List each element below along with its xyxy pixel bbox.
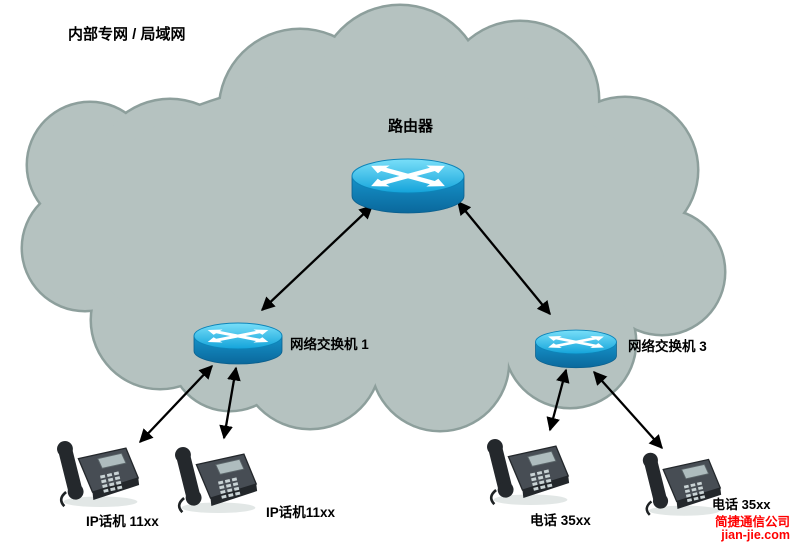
links-layer: [139, 200, 663, 450]
router-label: 路由器: [388, 118, 434, 135]
phone4-icon: [639, 449, 723, 517]
phone3-label: 电话 35xx: [530, 513, 591, 528]
phone1-label: IP话机 11xx: [86, 514, 159, 529]
switch2-icon: [535, 329, 617, 369]
switch1-label: 网络交换机 1: [290, 337, 369, 352]
phone1-icon: [54, 438, 141, 509]
lan-cloud: [20, 3, 727, 433]
link-router-switch1: [260, 205, 374, 311]
phone3-icon: [484, 436, 571, 507]
phone4-label: 电话 35xx: [712, 497, 771, 512]
link-switch2-phone4: [593, 370, 663, 450]
link-router-switch2: [457, 200, 551, 316]
link-switch1-phone2: [219, 366, 241, 440]
cloud-label: 内部专网 / 局域网: [68, 26, 186, 43]
watermark-company: 简捷通信公司: [714, 514, 790, 529]
watermark: 简捷通信公司 jian-jie.com: [714, 514, 790, 544]
watermark-site: jian-jie.com: [721, 528, 790, 543]
phone2-label: IP话机11xx: [266, 505, 336, 520]
phone2-icon: [172, 444, 259, 515]
link-switch1-phone1: [139, 364, 213, 444]
link-switch2-phone3: [546, 368, 570, 432]
switch1-icon: [193, 322, 283, 365]
router-icon: [351, 158, 465, 214]
switch2-label: 网络交换机 3: [628, 339, 707, 354]
